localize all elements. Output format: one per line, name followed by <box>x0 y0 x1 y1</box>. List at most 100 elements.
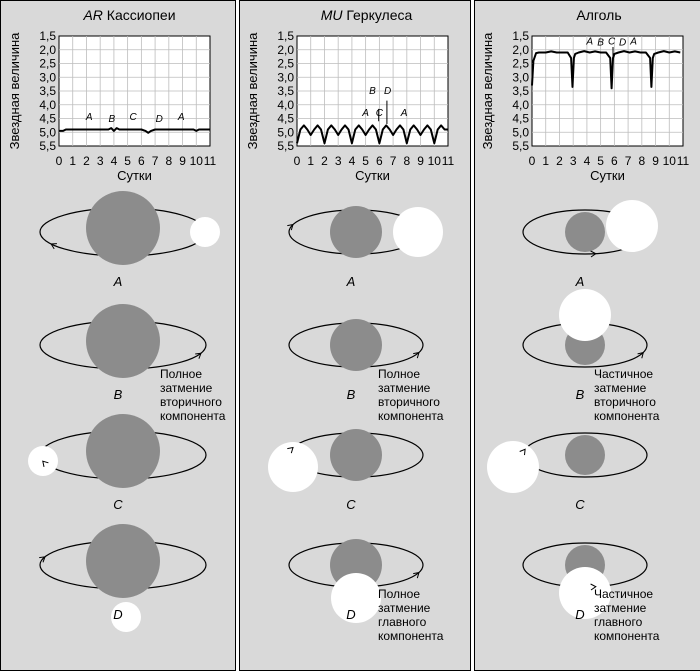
y-tick-label: 3,5 <box>277 84 294 98</box>
curve-point-label: A <box>85 112 93 123</box>
y-tick-label: 1,5 <box>512 29 529 43</box>
primary-star <box>330 206 382 258</box>
phase-label: A <box>113 274 123 289</box>
x-tick-label: 10 <box>663 154 677 168</box>
x-tick-label: 8 <box>165 154 172 168</box>
y-tick-label: 1,5 <box>39 29 56 43</box>
eclipse-note: главного <box>594 615 643 629</box>
orbit-direction-arrow <box>413 351 420 359</box>
x-tick-label: 3 <box>335 154 342 168</box>
primary-star <box>565 435 605 475</box>
orbit-direction-arrow <box>590 583 597 591</box>
eclipse-note: компонента <box>160 409 226 423</box>
y-tick-label: 2,0 <box>277 43 294 57</box>
orbit-direction-arrow <box>42 460 49 468</box>
eclipse-note: затмение <box>594 601 647 615</box>
x-tick-label: 2 <box>321 154 328 168</box>
phase-label: D <box>575 607 584 622</box>
orbit-direction-arrow <box>519 448 526 456</box>
y-tick-label: 2,5 <box>39 57 56 71</box>
x-axis-label: Сутки <box>590 168 625 183</box>
primary-star <box>565 212 605 252</box>
orbit-direction-arrow <box>50 243 57 250</box>
x-tick-label: 3 <box>97 154 104 168</box>
panel-title-name: Кассиопеи <box>103 7 176 23</box>
panel-title: MU Геркулеса <box>321 7 413 23</box>
panel-1: MU Геркулеса1,52,02,53,03,54,04,55,05,50… <box>245 7 455 183</box>
eclipse-note: Частичное <box>594 587 653 601</box>
y-tick-label: 4,5 <box>39 112 56 126</box>
x-tick-label: 4 <box>349 154 356 168</box>
phase-label: B <box>576 387 585 402</box>
eclipse-note: затмение <box>378 381 431 395</box>
y-tick-label: 4,0 <box>277 98 294 112</box>
primary-star <box>86 304 160 378</box>
x-tick-label: 8 <box>638 154 645 168</box>
y-tick-label: 3,0 <box>512 70 529 84</box>
panel-title-name: Алголь <box>576 7 621 23</box>
orbit-diagram-C: C <box>487 432 648 512</box>
x-tick-label: 1 <box>69 154 76 168</box>
x-tick-label: 5 <box>124 154 131 168</box>
x-tick-label: 0 <box>56 154 63 168</box>
light-curve <box>59 127 210 134</box>
y-tick-label: 3,5 <box>512 84 529 98</box>
phase-label: D <box>346 607 355 622</box>
curve-point-label: A <box>361 108 369 119</box>
curve-point-label: D <box>384 86 391 97</box>
y-tick-label: 2,0 <box>39 43 56 57</box>
y-tick-label: 4,0 <box>512 98 529 112</box>
phase-label: C <box>113 497 123 512</box>
curve-point-label: C <box>608 36 616 47</box>
primary-star <box>86 524 160 598</box>
curve-point-label: C <box>130 112 138 123</box>
x-tick-label: 0 <box>529 154 536 168</box>
eclipse-note: вторичного <box>378 395 440 409</box>
secondary-star <box>393 207 443 257</box>
y-tick-label: 4,5 <box>512 112 529 126</box>
curve-point-label: B <box>597 38 604 49</box>
y-tick-label: 3,0 <box>277 70 294 84</box>
x-tick-label: 6 <box>376 154 383 168</box>
x-tick-label: 11 <box>442 154 455 168</box>
x-tick-label: 11 <box>204 154 217 168</box>
y-axis-label: Звездная величина <box>245 32 260 149</box>
y-tick-label: 2,0 <box>512 43 529 57</box>
y-tick-label: 2,5 <box>277 57 294 71</box>
y-axis-label: Звездная величина <box>7 32 22 149</box>
x-axis-label: Сутки <box>355 168 390 183</box>
panel-title-name: Геркулеса <box>342 7 412 23</box>
x-tick-label: 6 <box>611 154 618 168</box>
orbit-direction-arrow <box>39 556 46 563</box>
eclipse-note: компонента <box>378 409 444 423</box>
phase-label: B <box>347 387 356 402</box>
eclipse-note: главного <box>378 615 427 629</box>
panel-title-star-code: AR <box>82 7 102 23</box>
orbit-direction-arrow <box>413 571 420 579</box>
curve-point-label: A <box>177 112 185 123</box>
x-tick-label: 9 <box>417 154 424 168</box>
curve-point-label: A <box>585 36 593 47</box>
light-curve <box>531 50 681 90</box>
primary-star <box>330 429 382 481</box>
orbit-diagram-A: A <box>39 191 220 289</box>
eclipse-note: компонента <box>378 629 444 643</box>
curve-point-label: B <box>369 86 376 97</box>
y-tick-label: 3,0 <box>39 70 56 84</box>
secondary-star <box>331 573 381 623</box>
y-tick-label: 5,5 <box>39 139 56 153</box>
x-tick-label: 11 <box>677 154 690 168</box>
x-tick-label: 3 <box>570 154 577 168</box>
x-tick-label: 1 <box>307 154 314 168</box>
x-tick-label: 10 <box>190 154 204 168</box>
curve-point-label: A <box>629 36 637 47</box>
eclipse-note: вторичного <box>594 395 656 409</box>
y-tick-label: 2,5 <box>512 57 529 71</box>
orbit-direction-arrow <box>637 351 644 359</box>
